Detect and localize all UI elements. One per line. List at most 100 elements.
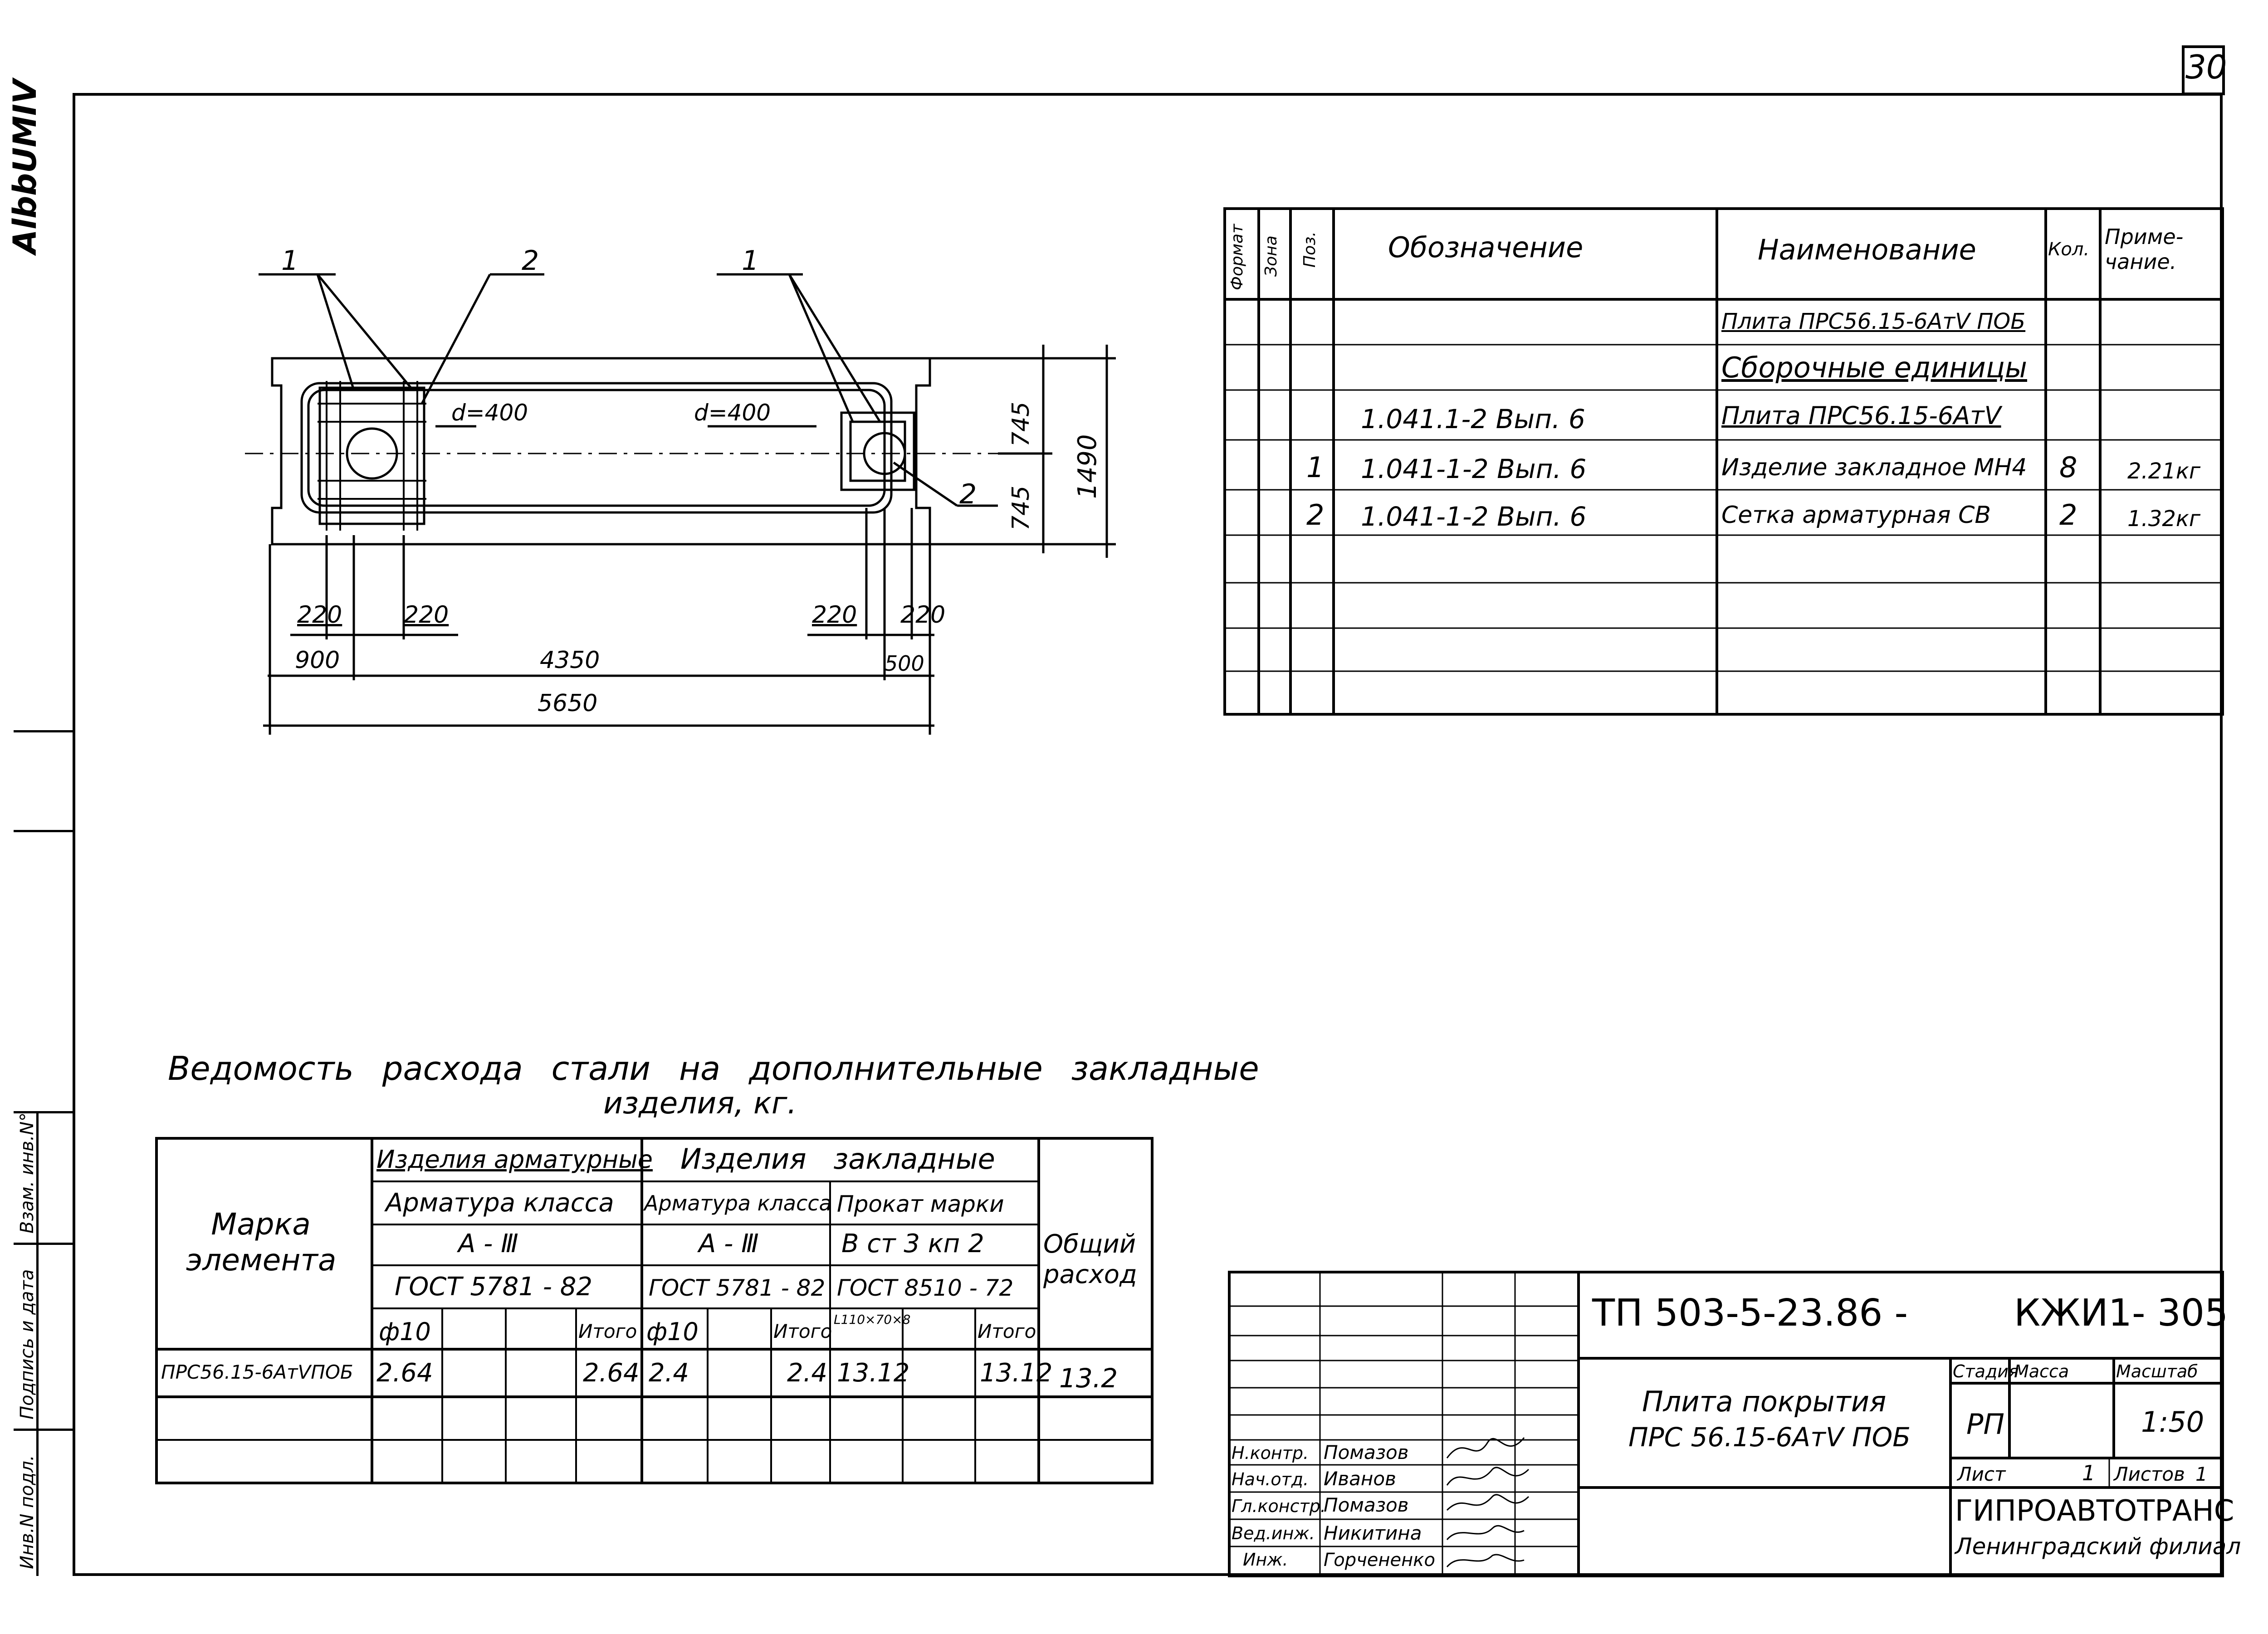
stage-value: РП xyxy=(1966,1408,2005,1441)
spec-header-note: Приме-чание. xyxy=(2105,224,2184,274)
spec-row-4-designation: 1.041-1-2 Вып. 6 xyxy=(1361,454,1587,484)
strip-tick xyxy=(14,730,73,732)
steel-row-a-total: 2.64 xyxy=(583,1358,640,1388)
steel-group-2: Изделия закладные xyxy=(680,1142,995,1176)
steel-row-total: 13.2 xyxy=(1059,1363,1118,1394)
name-2: Иванов xyxy=(1324,1468,1396,1490)
scale-label: Масштаб xyxy=(2116,1361,2198,1381)
spec-row-1-name: Плита ПРС56.15-6АтⅤ ПОБ xyxy=(1721,309,2026,334)
name-5: Горчененко xyxy=(1324,1550,1435,1571)
steel-row-b-total: 2.4 xyxy=(787,1358,828,1388)
steel-gost-2: ГОСТ 5781 - 82 xyxy=(649,1275,826,1301)
spec-header-qty: Кол. xyxy=(2048,239,2090,260)
leader-1-left: 1 xyxy=(281,245,299,277)
spec-row-5-qty: 2 xyxy=(2059,498,2077,532)
dim-220-d: 220 xyxy=(900,601,946,629)
spec-row-2-name: Сборочные единицы xyxy=(1721,351,2028,384)
signature-5 xyxy=(1446,1554,1525,1567)
steel-mark-header: Марка элемента xyxy=(186,1207,337,1278)
strip-divider xyxy=(36,1111,39,1576)
sheets-count: 1 xyxy=(2195,1463,2208,1485)
strip-tick xyxy=(14,1429,73,1431)
role-2: Нач.отд. xyxy=(1232,1469,1309,1489)
left-strip-line xyxy=(73,1111,75,1576)
steel-gost-3: ГОСТ 8510 - 72 xyxy=(837,1275,1014,1301)
role-3: Гл.констр. xyxy=(1232,1496,1326,1516)
organization: ГИПРОАВТОТРАНС xyxy=(1955,1494,2234,1528)
signature-4 xyxy=(1446,1525,1525,1540)
steel-col-a: ф10 xyxy=(379,1317,431,1346)
steel-row-a: 2.64 xyxy=(376,1358,433,1388)
strip-tick xyxy=(14,830,73,832)
spec-row-5-name: Сетка арматурная СВ xyxy=(1721,502,1991,529)
name-4: Никитина xyxy=(1324,1522,1422,1544)
steel-col-b: ф10 xyxy=(646,1317,699,1346)
steel-row-c: 13.12 xyxy=(837,1358,910,1388)
signature-1 xyxy=(1446,1437,1525,1458)
steel-class-3: В ст 3 кп 2 xyxy=(841,1229,984,1258)
spec-row-5-pos: 2 xyxy=(1306,498,1325,532)
spec-header-designation: Обозначение xyxy=(1388,231,1584,264)
sheet-label: Лист xyxy=(1957,1463,2006,1485)
dim-500: 500 xyxy=(885,651,924,676)
title-line-2: ПРС 56.15-6АтⅤ ПОБ xyxy=(1628,1422,1911,1453)
spec-row-4-note: 2.21кг xyxy=(2127,458,2201,484)
steel-table-title: Ведомость расхода стали на дополнительны… xyxy=(168,1049,1259,1088)
spec-row-4-name: Изделие закладное МН4 xyxy=(1721,454,2027,481)
steel-col-c-total: Итого xyxy=(978,1320,1036,1342)
stage-label: Стадия xyxy=(1953,1361,2019,1381)
steel-sub-1: Арматура класса xyxy=(386,1188,614,1218)
steel-class-2: А - Ⅲ xyxy=(699,1229,759,1258)
spec-header-name: Наименование xyxy=(1758,233,1976,266)
strip-tick xyxy=(14,1243,73,1245)
steel-sub-3: Прокат марки xyxy=(837,1191,1004,1217)
steel-total-header: Общий расход xyxy=(1043,1229,1137,1290)
sheets-label: Листов xyxy=(2114,1463,2185,1485)
branch: Ленинградский филиал xyxy=(1955,1533,2241,1560)
dim-900: 900 xyxy=(295,647,340,674)
spec-row-4-pos: 1 xyxy=(1306,451,1325,484)
steel-gost-1: ГОСТ 5781 - 82 xyxy=(395,1272,592,1302)
page-number-box xyxy=(2182,45,2225,95)
role-1: Н.контр. xyxy=(1232,1443,1309,1463)
signature-3 xyxy=(1446,1494,1530,1511)
dim-5650: 5650 xyxy=(538,690,598,717)
name-3: Помазов xyxy=(1324,1494,1409,1516)
mass-label: Масса xyxy=(2014,1361,2069,1381)
spec-row-3-name: Плита ПРС56.15-6АтⅤ xyxy=(1721,401,2001,430)
role-5: Инж. xyxy=(1243,1550,1288,1570)
dim-220-c: 220 xyxy=(812,601,857,629)
scale-value: 1:50 xyxy=(2141,1405,2204,1439)
name-1: Помазов xyxy=(1324,1441,1409,1463)
steel-row-b: 2.4 xyxy=(649,1358,689,1388)
role-4: Вед.инж. xyxy=(1232,1523,1315,1543)
steel-row-mark: ПРС56.15-6АтⅤПОБ xyxy=(161,1361,353,1383)
spec-row-5-note: 1.32кг xyxy=(2127,506,2201,532)
spec-row-5-designation: 1.041-1-2 Вып. 6 xyxy=(1361,501,1587,532)
sheet-code: КЖИ1- 305 xyxy=(2014,1292,2229,1335)
leader-1-right: 1 xyxy=(742,245,759,277)
steel-row-c-total: 13.12 xyxy=(980,1358,1053,1388)
inner-frame xyxy=(73,93,2223,1576)
sheet-no: 1 xyxy=(2082,1461,2096,1485)
hole-label-right: d=400 xyxy=(694,400,771,426)
strip-tick xyxy=(14,1111,73,1113)
spec-row-3-designation: 1.041.1-2 Вып. 6 xyxy=(1361,404,1585,434)
leader-2-right: 2 xyxy=(959,478,977,510)
title-line-1: Плита покрытия xyxy=(1642,1385,1887,1418)
page-number: 30 xyxy=(2185,48,2227,86)
steel-group-1: Изделия арматурные xyxy=(376,1145,653,1174)
dim-4350: 4350 xyxy=(540,647,600,674)
leader-2-top: 2 xyxy=(522,245,539,277)
signature-2 xyxy=(1446,1467,1530,1486)
hole-label-left: d=400 xyxy=(451,400,528,426)
steel-col-b-total: Итого xyxy=(773,1320,832,1342)
spec-row-4-qty: 8 xyxy=(2059,451,2077,484)
steel-sub-2: Арматура класса xyxy=(644,1191,832,1215)
